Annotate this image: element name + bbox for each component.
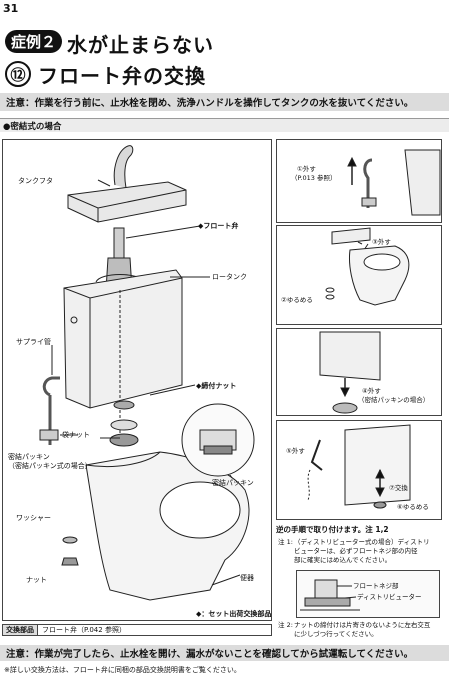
- label-close-packing-zoom: 密結パッキン: [212, 479, 254, 487]
- label-washer: ワッシャー: [16, 514, 51, 522]
- label-close-packing: 密結パッキン: [8, 453, 50, 461]
- note1-line-2: ビューターは、必ずフロートネジ部の内径: [294, 547, 418, 555]
- label-supply-pipe: サプライ管: [16, 338, 51, 346]
- notice-bottom: 注意：作業が完了したら、止水栓を開け、漏水がないことを確認してから試運転してくだ…: [0, 645, 449, 661]
- step2-loosen: ②ゆるめる: [281, 296, 313, 304]
- note2-line-1: ナットの締付けは片寄きのないように左右交互: [294, 621, 431, 629]
- label-low-tank: ロータンク: [212, 273, 247, 281]
- step-number: ⑫: [5, 61, 31, 87]
- note1-line-3: 部に確実にはめ込んでください。: [294, 556, 392, 564]
- label-toilet-bowl: 便器: [240, 574, 254, 582]
- label-nut: ナット: [26, 576, 47, 584]
- step-title: フロート弁の交換: [38, 64, 206, 88]
- case-badge: 症例２: [5, 30, 62, 53]
- page-number: 31: [3, 2, 19, 15]
- notice-top: 注意：作業を行う前に、止水栓を閉め、洗浄ハンドルを操作してタンクの水を抜いてくだ…: [0, 93, 449, 111]
- step2-remove: ③外す: [372, 238, 391, 246]
- replacement-part-row: 交換部品 フロート弁（P.042 参照）: [2, 624, 272, 636]
- footnote-2: 注 2: ナットの締付けは片寄きのないように左右交互 に少しづつ行ってください。: [278, 621, 444, 639]
- label-float-valve: ◆フロート弁: [198, 222, 239, 230]
- step1-action: ①外す: [297, 165, 316, 173]
- label-fastening-nut: ◆締付ナット: [196, 382, 237, 390]
- note2-line-2: に少しづつ行ってください。: [294, 630, 378, 638]
- reverse-note: 逆の手順で取り付けます。注 1,2: [276, 525, 389, 534]
- step4-loosen: ⑥ゆるめる: [397, 503, 429, 511]
- note1-line-1: （ディストリビューター式の場合）ディストリ: [294, 538, 430, 546]
- section-title: ●密結式の場合: [0, 118, 449, 132]
- step4-remove: ⑤外す: [286, 447, 305, 455]
- step4-replace: ⑦交換: [389, 484, 408, 492]
- case-title: 水が止まらない: [67, 33, 214, 57]
- footer-note: ※詳しい交換方法は、フロート弁に同梱の部品交換説明書をご覧ください。: [4, 666, 241, 674]
- label-distributor: ディストリビューター: [357, 593, 422, 601]
- label-tank-lid: タンクフタ: [18, 177, 53, 185]
- replacement-part-value: フロート弁（P.042 参照）: [42, 626, 126, 634]
- step1-ref: （P.013 参照）: [291, 174, 337, 182]
- label-close-packing-note: （密結パッキン式の場合）: [8, 462, 92, 470]
- note1-prefix: 注 1:: [278, 538, 293, 546]
- label-set-note: ◆：セット出荷交換部品: [196, 610, 272, 618]
- label-bag-nut: 袋ナット: [62, 431, 90, 439]
- step3-remove: ④外す: [362, 387, 381, 395]
- step3-note: （密結パッキンの場合）: [358, 396, 430, 404]
- replacement-part-label: 交換部品: [3, 625, 38, 635]
- footnote-1: 注 1: （ディストリビューター式の場合）ディストリ ビューターは、必ずフロート…: [278, 538, 444, 565]
- label-float-screw: フロートネジ部: [353, 582, 399, 590]
- note2-prefix: 注 2:: [278, 621, 293, 629]
